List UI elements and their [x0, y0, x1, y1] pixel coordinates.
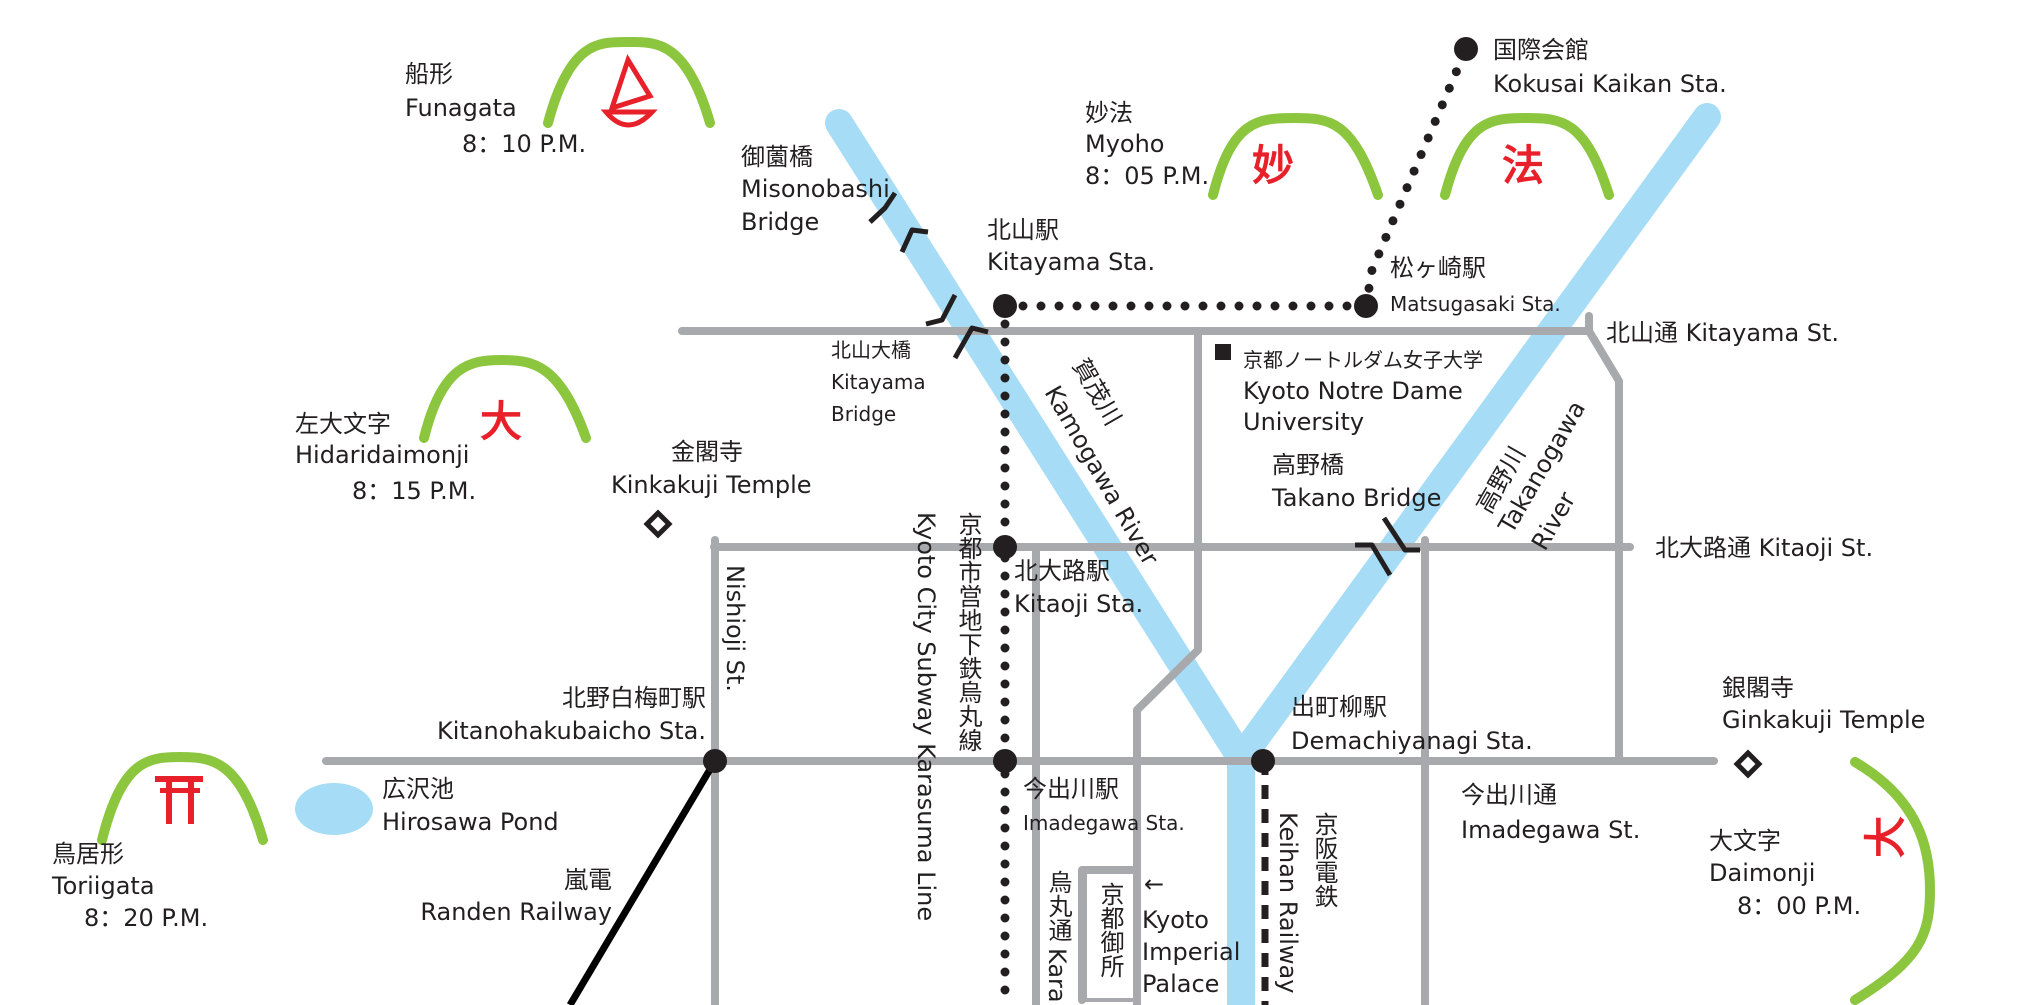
hidaridaimonji-mountain-icon [419, 354, 591, 443]
randen-en: Randen Railway [420, 898, 612, 926]
imperial-palace-arrow: ← [1144, 870, 1164, 898]
imperial-palace-en2: Imperial [1142, 938, 1240, 966]
kitayama-bridge-ja: 北山大橋 [831, 338, 911, 362]
hidaridaimonji-ja: 左大文字 [295, 410, 391, 438]
matsugasaki-station-en[interactable]: Matsugasaki Sta. [1390, 292, 1561, 316]
kitaoji-station-ja[interactable]: 北大路駅 [1014, 557, 1110, 585]
kitayama-station-en[interactable]: Kitayama Sta. [987, 248, 1155, 276]
imadegawa-street-ja: 今出川通 [1461, 781, 1557, 809]
notre-dame-ja: 京都ノートルダム女子大学 [1243, 348, 1483, 372]
station-kitanohakubaicho-dot[interactable] [703, 749, 727, 773]
myoho-myo-mountain-icon [1208, 112, 1383, 200]
kitayama-station-ja[interactable]: 北山駅 [987, 216, 1059, 244]
station-kokusai-dot[interactable] [1454, 37, 1478, 61]
station-demachiyanagi-dot[interactable] [1251, 749, 1275, 773]
takano-bridge-ja: 高野橋 [1272, 451, 1344, 479]
kitayama-bridge-icon [925, 293, 989, 360]
imadegawa-station-en[interactable]: Imadegawa Sta. [1023, 811, 1185, 835]
hirosawa-ja: 広沢池 [382, 775, 454, 803]
imadegawa-street-en: Imadegawa St. [1461, 816, 1640, 844]
keihan-en: Keihan Railway [1274, 812, 1302, 993]
imperial-palace-en3: Palace [1142, 970, 1219, 998]
imperial-palace-en1: Kyoto [1142, 906, 1209, 934]
kawaramachi-road [1133, 327, 1202, 1005]
imperial-palace-ja: 京都御所 [1096, 882, 1124, 978]
daimonji-fire-char: 大 [1861, 816, 1910, 858]
kitayama-bridge-en1: Kitayama [831, 370, 926, 394]
east-road [1585, 312, 1623, 765]
kokusai-station-ja[interactable]: 国際会館 [1493, 36, 1589, 64]
railways [566, 37, 1478, 1005]
station-kitaoji-dot[interactable] [993, 535, 1017, 559]
kitayama-bridge-en2: Bridge [831, 402, 896, 426]
misonobashi-en2: Bridge [741, 208, 819, 236]
nishioji-street-label: Nishioji St. [721, 565, 749, 692]
misonobashi-bridge-icon [868, 191, 929, 254]
myoho-ho-mountain-icon [1440, 112, 1614, 200]
ginkakuji-ja[interactable]: 銀閣寺 [1722, 674, 1794, 702]
notre-dame-university-icon[interactable] [1215, 344, 1231, 360]
hidaridaimonji-time: 8：15 P.M. [352, 477, 476, 505]
kitanohakubaicho-station-en[interactable]: Kitanohakubaicho Sta. [437, 717, 706, 745]
funagata-en: Funagata [405, 94, 517, 122]
kitayama-street-label: 北山通 Kitayama St. [1606, 319, 1839, 347]
misonobashi-en1: Misonobashi [741, 175, 890, 203]
kokusai-station-en[interactable]: Kokusai Kaikan Sta. [1493, 70, 1727, 98]
myoho-time: 8：05 P.M. [1085, 162, 1209, 190]
myoho-myo-fire-char: 妙 [1252, 141, 1294, 190]
funagata-time: 8：10 P.M. [462, 130, 586, 158]
demachiyanagi-station-en[interactable]: Demachiyanagi Sta. [1291, 727, 1533, 755]
daimonji-en: Daimonji [1709, 859, 1815, 887]
ginkakuji-temple-icon[interactable] [1733, 749, 1763, 779]
kitaoji-street-label: 北大路通 Kitaoji St. [1655, 534, 1873, 562]
takanogawa-river [1227, 103, 1721, 772]
myoho-ho-fire-char: 法 [1502, 141, 1544, 190]
toriigata-time: 8：20 P.M. [84, 904, 208, 932]
funagata-mountain-icon [543, 36, 715, 128]
notre-dame-en2: University [1243, 408, 1364, 436]
karasuma-street-ja: 烏丸通 [1044, 870, 1072, 942]
toriigata-mountain-icon [97, 751, 268, 845]
funagata-ja: 船形 [405, 60, 453, 88]
toriigata-en: Toriigata [51, 872, 155, 900]
subway-line-en: Kyoto City Subway Karasuma Line [912, 512, 940, 921]
notre-dame-en1: Kyoto Notre Dame [1243, 377, 1463, 405]
randen-railway-line [566, 759, 719, 1005]
daimonji-ja: 大文字 [1709, 827, 1781, 855]
kinkakuji-temple-icon[interactable] [643, 509, 673, 539]
kitanohakubaicho-station-ja[interactable]: 北野白梅町駅 [562, 684, 706, 712]
station-matsugasaki-dot[interactable] [1354, 294, 1378, 318]
kinkakuji-ja[interactable]: 金閣寺 [671, 438, 743, 466]
station-kitayama-dot[interactable] [993, 294, 1017, 318]
myoho-en: Myoho [1085, 130, 1165, 158]
hidaridaimonji-fire-char: 大 [480, 397, 522, 446]
daimonji-time: 8：00 P.M. [1737, 892, 1861, 920]
torii-icon [155, 776, 203, 824]
myoho-ja: 妙法 [1085, 99, 1133, 127]
demachiyanagi-station-ja[interactable]: 出町柳駅 [1291, 693, 1387, 721]
station-imadegawa-dot[interactable] [993, 749, 1017, 773]
karasuma-street-en: Kara [1043, 948, 1071, 1003]
hirosawa-pond [295, 783, 373, 835]
kitaoji-station-en[interactable]: Kitaoji Sta. [1014, 590, 1143, 618]
takano-bridge-icon [1355, 516, 1420, 577]
subway-to-kokusai [1361, 44, 1471, 311]
hirosawa-en: Hirosawa Pond [382, 808, 559, 836]
takano-bridge-en: Takano Bridge [1271, 484, 1441, 512]
bridges [868, 191, 1420, 577]
misonobashi-ja: 御薗橋 [741, 143, 813, 171]
toriigata-ja: 鳥居形 [52, 840, 124, 868]
daimonji-mountain-icon [1850, 757, 1936, 1005]
boat-icon [600, 54, 658, 128]
hidaridaimonji-en: Hidaridaimonji [295, 441, 469, 469]
subway-line-ja: 京都市営地下鉄烏丸線 [954, 512, 982, 752]
kinkakuji-en[interactable]: Kinkakuji Temple [611, 471, 812, 499]
ginkakuji-en[interactable]: Ginkakuji Temple [1722, 706, 1925, 734]
keihan-ja: 京阪電鉄 [1310, 812, 1338, 908]
randen-ja: 嵐電 [564, 866, 612, 894]
imperial-palace-label-box [1083, 870, 1137, 1002]
bonfire-mountains: 大 妙 法 大 [97, 36, 1936, 1005]
matsugasaki-station-ja[interactable]: 松ヶ崎駅 [1390, 254, 1486, 282]
imadegawa-station-ja[interactable]: 今出川駅 [1023, 775, 1119, 803]
